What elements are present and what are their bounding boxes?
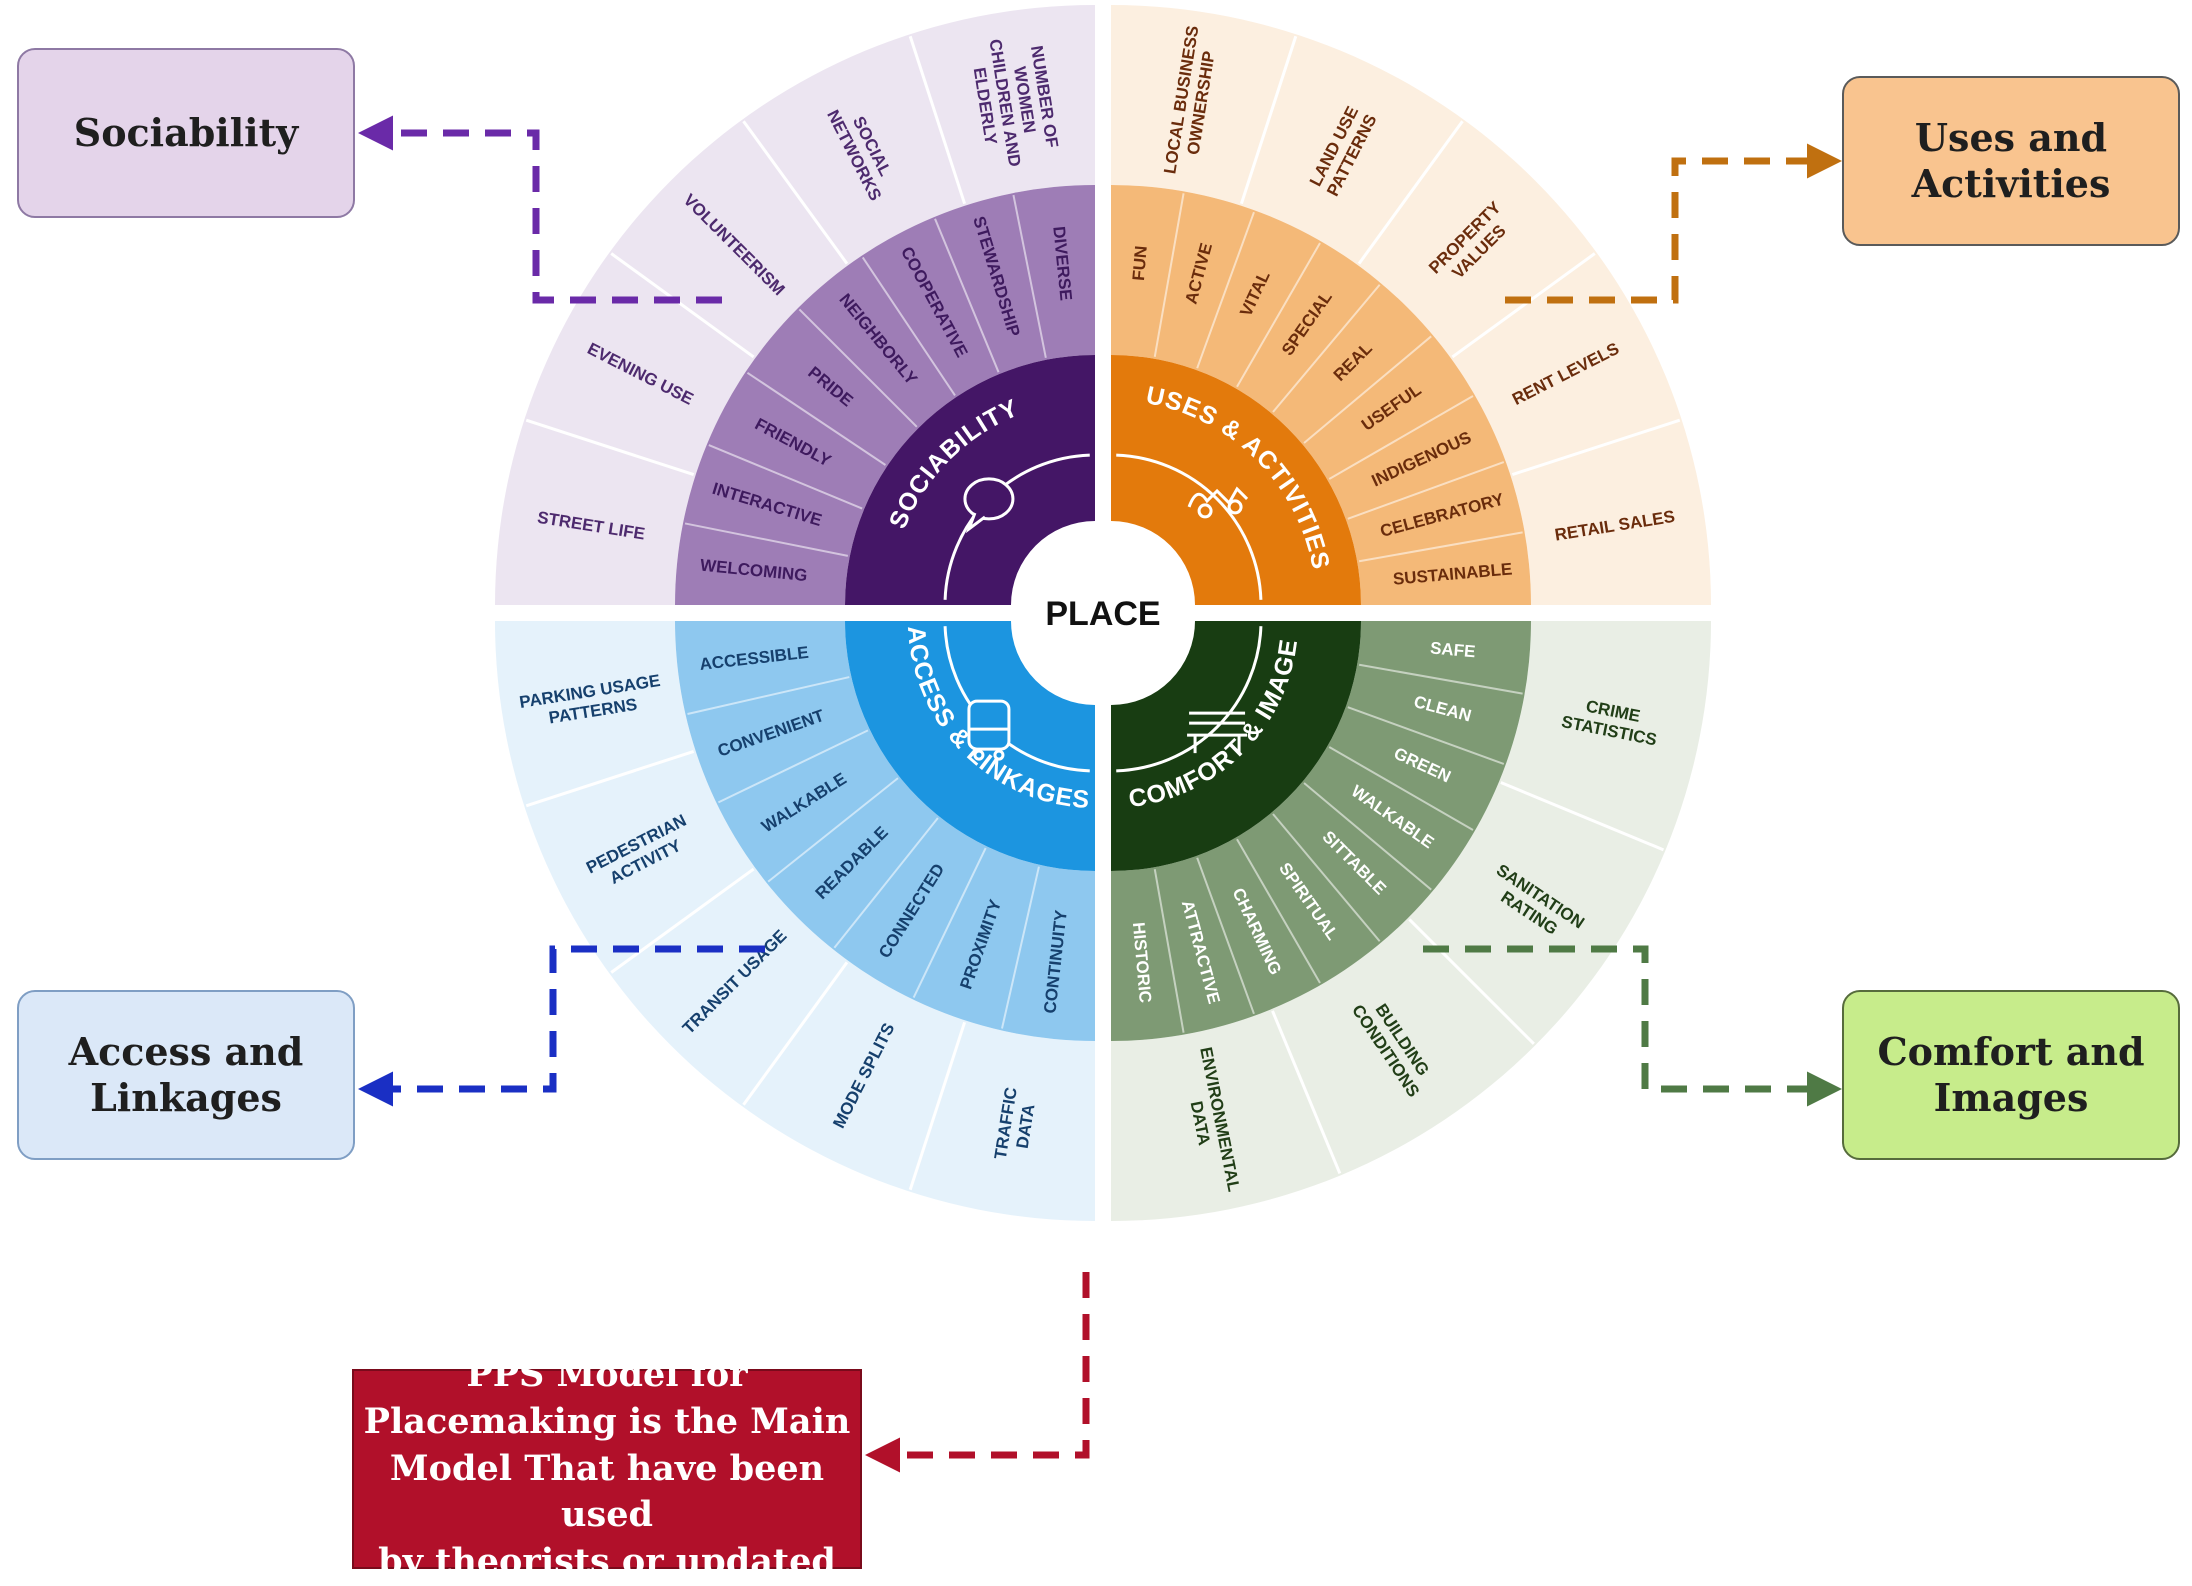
- sociability-quadrant: WELCOMINGINTERACTIVEFRIENDLYPRIDENEIGHBO…: [495, 5, 1095, 605]
- comfort-attribute-divider: [1328, 746, 1474, 831]
- sociability-attribute-divider: [1012, 194, 1047, 359]
- access-measurement-band: [495, 621, 1095, 1221]
- attribute-comfort-safe: SAFE: [1429, 638, 1476, 661]
- pps-model-arrow: [865, 1272, 1090, 1473]
- speech-bubble-icon: [963, 477, 1015, 534]
- uses-attribute-divider: [1196, 211, 1255, 369]
- comfort-attribute-band: [1111, 621, 1531, 1041]
- uses-orbit-ring: [1116, 453, 1263, 600]
- place-center-circle: [1013, 523, 1193, 703]
- comfort-attribute-divider: [1196, 857, 1255, 1015]
- uses-attribute-divider: [1236, 242, 1321, 388]
- comfort-core-band: [1111, 621, 1361, 871]
- access-attribute-divider: [687, 676, 850, 715]
- pps-model-callout-label: PPS Model for Placemaking is the Main Mo…: [363, 1353, 851, 1583]
- sociability-attribute-divider: [746, 371, 887, 466]
- sociability-measurement-divider: [742, 120, 849, 265]
- access-attribute-divider: [767, 777, 899, 883]
- comfort-measurement-divider: [1408, 918, 1535, 1045]
- pps-model-callout-box: PPS Model for Placemaking is the Main Mo…: [352, 1354, 862, 1582]
- access-measurement-divider: [610, 867, 755, 974]
- sociability-callout-label: Sociability: [73, 110, 299, 156]
- uses-attribute-divider: [1347, 461, 1505, 520]
- comfort-images-callout-box: Comfort and Images: [1842, 990, 2180, 1160]
- comfort-attribute-divider: [1303, 782, 1432, 891]
- access-attribute-divider: [1001, 866, 1040, 1029]
- access-quadrant: CONTINUITYPROXIMITYCONNECTEDREADABLEWALK…: [495, 621, 1095, 1221]
- sociability-attribute-divider: [708, 444, 863, 510]
- access-measurement-divider: [525, 749, 695, 808]
- access-measurement-divider: [908, 1021, 967, 1191]
- access-attribute-divider: [717, 729, 869, 804]
- comfort-images-callout-label: Comfort and Images: [1877, 1029, 2145, 1120]
- access-measurement-divider: [742, 961, 849, 1106]
- uses-measurement-divider: [1511, 418, 1681, 477]
- access-linkages-callout-box: Access and Linkages: [17, 990, 355, 1160]
- access-attribute-band: [675, 621, 1095, 1041]
- comfort-attribute-divider: [1272, 813, 1381, 942]
- comfort-attribute-divider: [1153, 868, 1185, 1033]
- sociability-attribute-divider: [861, 256, 956, 397]
- uses-measurement-divider: [1239, 35, 1298, 205]
- uses-measurement-band: [1111, 5, 1711, 605]
- bench-icon: [1187, 711, 1248, 754]
- uses-activities-arrow: [1505, 143, 1842, 304]
- comfort-attribute-divider: [1236, 838, 1321, 984]
- sociability-measurement-divider: [610, 252, 755, 359]
- sociability-core-band: [845, 355, 1095, 605]
- uses-activities-callout-label: Uses and Activities: [1911, 115, 2111, 206]
- uses-core-band: [1111, 355, 1361, 605]
- comfort-quadrant: SAFECLEANGREENWALKABLESITTABLESPIRITUALC…: [1111, 621, 1711, 1221]
- sociability-measurement-band: [495, 5, 1095, 605]
- sociability-measurement-divider: [525, 418, 695, 477]
- sociability-callout-box: Sociability: [17, 48, 355, 218]
- place-diagram-wheel: WELCOMINGINTERACTIVEFRIENDLYPRIDENEIGHBO…: [495, 5, 1711, 1221]
- uses-attribute-divider: [1358, 531, 1523, 563]
- place-center-label: PLACE: [1045, 595, 1160, 633]
- uses-activities-callout-box: Uses and Activities: [1842, 76, 2180, 246]
- access-attribute-divider: [912, 847, 987, 999]
- access-linkages-callout-label: Access and Linkages: [68, 1029, 304, 1120]
- sociability-measurement-divider: [908, 35, 967, 205]
- connector-arrows: [358, 115, 1842, 1473]
- uses-measurement-divider: [1451, 252, 1596, 359]
- sociability-arrow: [358, 115, 722, 304]
- uses-attribute-divider: [1272, 284, 1381, 413]
- comfort-attribute-divider: [1358, 663, 1523, 695]
- sociability-attribute-divider: [684, 522, 849, 557]
- comfort-measurement-divider: [1271, 1010, 1342, 1175]
- uses-attribute-divider: [1153, 193, 1185, 358]
- sociability-attribute-divider: [798, 308, 918, 428]
- uses-attribute-band: [1111, 185, 1531, 605]
- access-attribute-divider: [833, 817, 939, 949]
- access-linkages-arrow: [358, 945, 765, 1107]
- comfort-orbit-ring: [1116, 626, 1263, 773]
- sociability-attribute-divider: [934, 218, 1000, 373]
- uses-attribute-divider: [1303, 335, 1432, 444]
- comfort-attribute-divider: [1347, 706, 1505, 765]
- comfort-measurement-divider: [1500, 781, 1665, 852]
- bus-icon: [967, 699, 1011, 761]
- uses-measurement-divider: [1357, 120, 1464, 265]
- attribute-uses-fun: FUN: [1129, 245, 1151, 281]
- uses-attribute-divider: [1328, 395, 1474, 480]
- activity-icon: [1187, 486, 1249, 519]
